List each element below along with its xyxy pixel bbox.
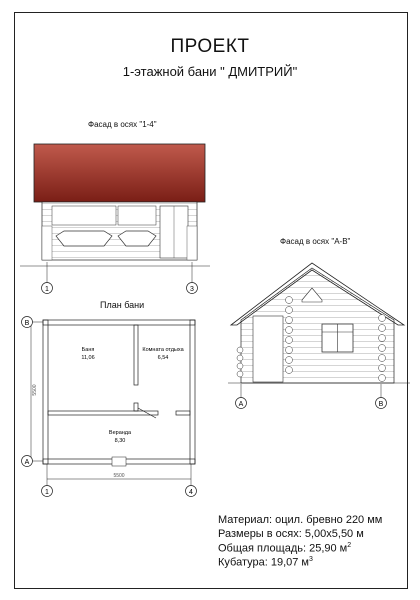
front-facade: 1 3 — [20, 143, 210, 294]
room-name-rest: Комната отдыха — [142, 347, 184, 353]
plan-entrance-step — [111, 456, 127, 467]
axis-label-a-side: A — [239, 401, 244, 408]
axis-marker-a-plan — [21, 455, 33, 467]
front-facade-railing-panel — [117, 230, 157, 247]
spec-dimensions: Размеры в осях: 5,00х5,50 м — [218, 528, 364, 540]
room-area-banya: 11,06 — [81, 355, 94, 361]
room-area-veranda: 8,30 — [115, 438, 126, 444]
axis-marker-1-plan — [41, 485, 53, 497]
front-facade-railing-panel — [55, 230, 113, 247]
room-name-veranda: Веранда — [109, 430, 132, 436]
axis-label-b-side: B — [379, 401, 384, 408]
floor-plan: B A 1 4 5500 5500 Баня 11,06 Комната отд… — [21, 316, 197, 497]
page-subtitle: 1-этажной бани " ДМИТРИЙ" — [122, 64, 298, 79]
room-name-banya: Баня — [82, 347, 95, 353]
spec-area: Общая площадь: 25,90 м2 — [218, 542, 351, 555]
spec-volume-unit-power: 3 — [309, 556, 313, 563]
front-facade-roof — [33, 143, 206, 203]
axis-marker-3 — [186, 282, 198, 294]
facade-side-caption: Фасад в осях "А-В" — [280, 237, 351, 246]
facade-front-caption: Фасад в осях "1-4" — [88, 120, 157, 129]
axis-label-1: 1 — [45, 286, 49, 293]
front-facade-opening — [51, 205, 117, 226]
plan-caption: План бани — [100, 300, 145, 310]
axis-marker-a-side — [235, 397, 247, 409]
axis-label-4-plan: 4 — [189, 489, 193, 496]
axis-marker-b-plan — [21, 316, 33, 328]
spec-volume: Кубатура: 19,07 м3 — [218, 556, 313, 569]
spec-material: Материал: оцил. бревно 220 мм — [218, 514, 383, 526]
front-facade-opening — [117, 205, 157, 226]
spec-volume-text: Кубатура: 19,07 м — [218, 556, 309, 569]
plan-dimension-horizontal: 5500 — [113, 473, 124, 479]
side-facade-roof-edge — [229, 262, 406, 326]
side-facade: A B — [228, 262, 410, 409]
axis-label-b-plan: B — [25, 320, 30, 327]
spec-area-text: Общая площадь: 25,90 м — [218, 542, 348, 555]
side-facade-attic-window — [301, 287, 323, 303]
axis-label-3: 3 — [190, 286, 194, 293]
axis-marker-4-plan — [185, 485, 197, 497]
axis-marker-b-side — [375, 397, 387, 409]
spec-area-unit-power: 2 — [347, 542, 352, 549]
plan-dimension-vertical: 5500 — [32, 384, 38, 395]
axis-label-a-plan: A — [25, 459, 30, 466]
axis-marker-1 — [41, 282, 53, 294]
side-facade-porch-opening — [252, 315, 284, 383]
room-area-rest: 6,54 — [158, 355, 169, 361]
sheet-frame — [14, 12, 408, 589]
page-title: ПРОЕКТ — [170, 36, 250, 57]
axis-label-1-plan: 1 — [45, 489, 49, 496]
